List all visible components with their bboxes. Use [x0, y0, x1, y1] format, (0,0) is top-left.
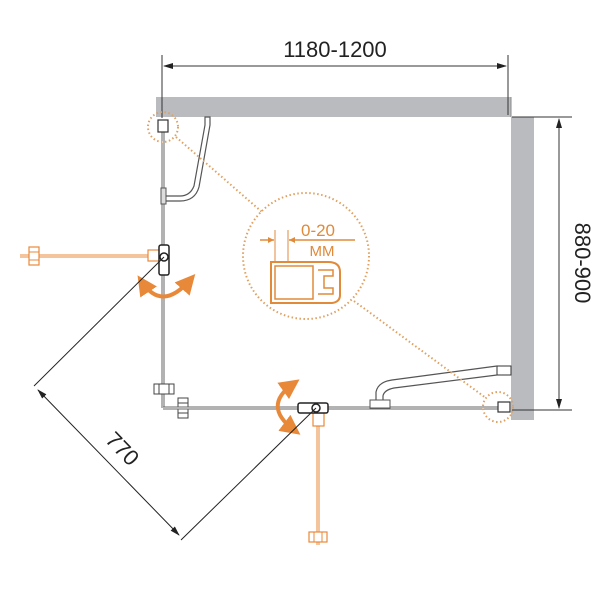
- bottom-swing-door: [275, 379, 329, 545]
- width-dimension: 1180-1200: [161, 37, 509, 118]
- swing-arrow-icon: [275, 379, 301, 435]
- width-label: 1180-1200: [283, 37, 387, 62]
- depth-dimension: 880-900: [512, 116, 595, 411]
- right-wall: [511, 117, 534, 420]
- profile-detail-callout: 0-20 MM: [147, 111, 514, 423]
- left-swing-door: [20, 244, 196, 299]
- adjustment-range-label: 0-20: [301, 221, 335, 240]
- swing-arrow-icon: [137, 273, 196, 299]
- depth-label: 880-900: [570, 223, 595, 304]
- corner-rollers: [153, 383, 189, 419]
- walls: [156, 97, 534, 420]
- top-wall: [156, 97, 511, 117]
- bottom-fixed-panel: [163, 365, 512, 413]
- unit-label: MM: [310, 243, 335, 260]
- door-diagonal-label: 770: [101, 427, 144, 471]
